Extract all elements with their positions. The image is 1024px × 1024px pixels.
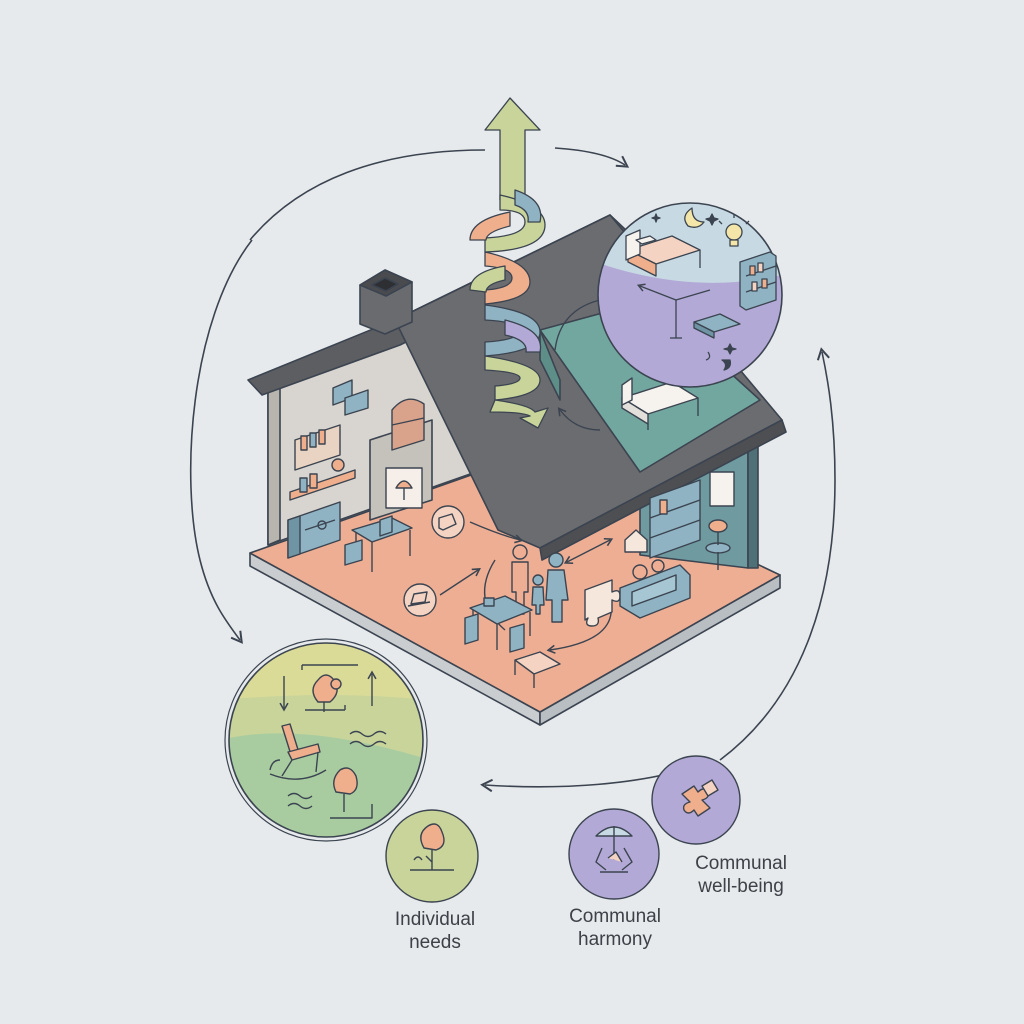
communal-wellbeing-label-line1: Communal (695, 853, 787, 874)
cycle-arrow-left (189, 239, 253, 644)
communal-harmony-icon (568, 808, 660, 900)
cycle-arrow-top-right (554, 147, 630, 168)
small-house-icon (624, 529, 648, 553)
individual-space-circle (224, 638, 428, 842)
moon-icon (684, 207, 705, 228)
window (709, 471, 735, 507)
individual-needs-label: Individual needs (360, 908, 510, 954)
sleep-workspace-circle (597, 202, 783, 388)
rocking-chair-icon (269, 723, 327, 780)
floor-chair (514, 651, 561, 675)
individual-needs-label-line2: needs (409, 932, 461, 953)
bed-icon (625, 229, 701, 277)
puzzle-icon (584, 579, 621, 627)
cycle-arrow-top (249, 149, 486, 241)
lightbulb-icon (718, 214, 750, 247)
communal-wellbeing-icon (651, 755, 741, 845)
tree-icon (420, 823, 445, 851)
helix-arrow-icon (469, 97, 549, 429)
umbrella-icon (595, 826, 633, 873)
bed-icon (621, 377, 699, 430)
chair (344, 539, 363, 566)
cycle-arrow-right (719, 347, 836, 761)
communal-harmony-label: Communal harmony (540, 905, 690, 951)
communal-harmony-label-line1: Communal (569, 906, 661, 927)
tree-icon (333, 767, 358, 812)
communal-harmony-label-line2: harmony (578, 929, 652, 950)
bookshelf-icon (739, 251, 777, 311)
laptop-icon (403, 583, 437, 617)
individual-needs-icon (385, 809, 479, 903)
star-icon (705, 213, 719, 226)
individual-needs-label-line1: Individual (394, 909, 476, 930)
armchair-icon (431, 505, 465, 539)
communal-wellbeing-label: Communal well-being (666, 852, 816, 898)
arched-shelf (391, 398, 425, 451)
communal-wellbeing-label-line2: well-being (698, 876, 784, 897)
